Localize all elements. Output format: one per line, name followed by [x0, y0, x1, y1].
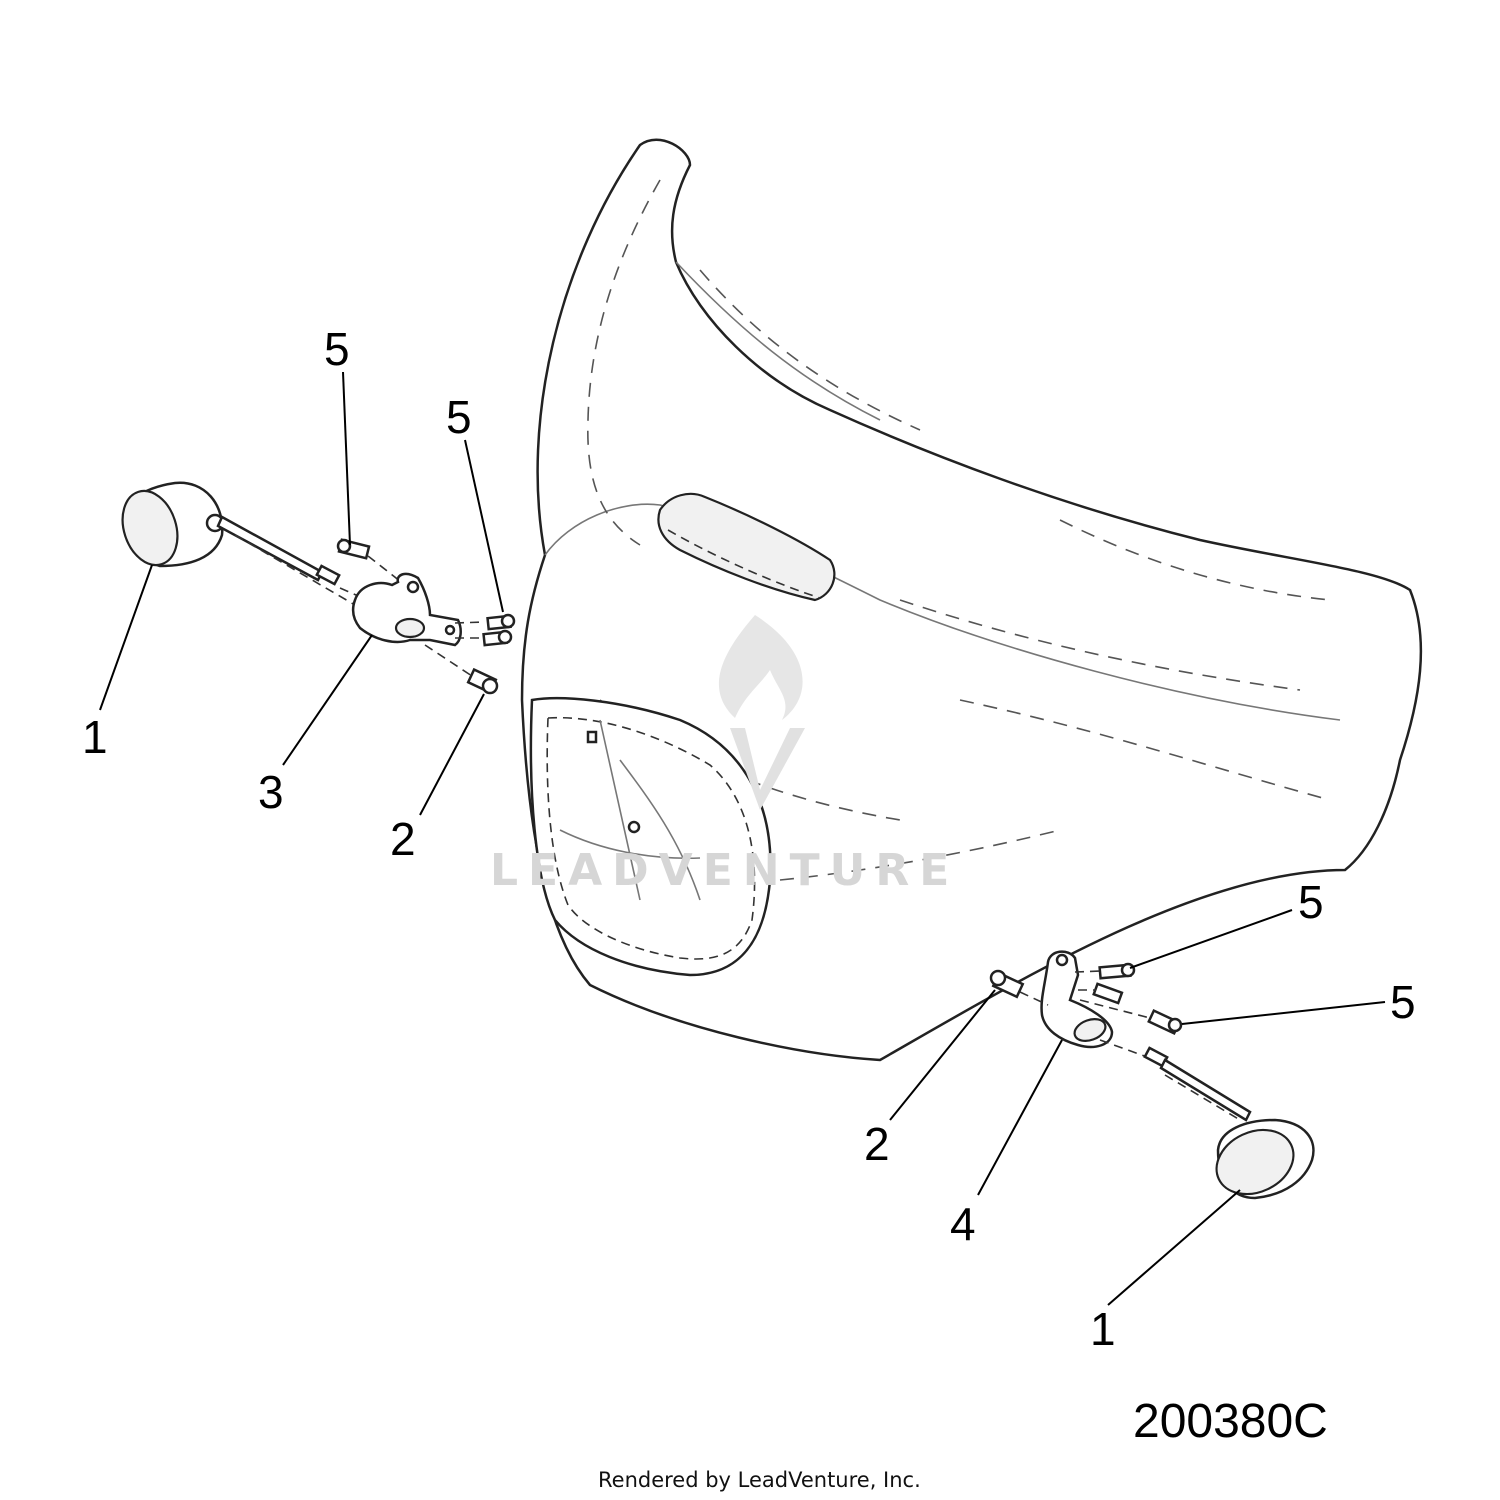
callout-5-left-mid: 5 — [446, 391, 472, 443]
callout-1-right: 1 — [1090, 1303, 1116, 1355]
drawing-number: 200380C — [1133, 1395, 1328, 1448]
callout-2-left: 2 — [390, 813, 416, 865]
callout-5-right-mid: 5 — [1390, 976, 1416, 1028]
left-screw-top — [336, 538, 371, 560]
callout-5-right-top: 5 — [1298, 876, 1324, 928]
callout-3: 3 — [258, 766, 284, 818]
leadventure-watermark: LEADVENTURE — [490, 615, 959, 896]
callout-4: 4 — [950, 1198, 976, 1250]
left-bolt — [466, 667, 499, 695]
render-credit: Rendered by LeadVenture, Inc. — [598, 1468, 921, 1492]
left-bracket — [351, 572, 462, 647]
callout-1-left: 1 — [82, 711, 108, 763]
left-screws-mid — [482, 613, 516, 647]
callout-5-left-top: 5 — [324, 323, 350, 375]
fairing-body — [520, 138, 1423, 1062]
left-turn-signal-assembly — [121, 481, 516, 695]
callout-2-right: 2 — [864, 1118, 890, 1170]
right-bracket — [1040, 950, 1114, 1049]
watermark-text: LEADVENTURE — [490, 845, 959, 896]
leader-lines — [99, 371, 1386, 1306]
callout-numbers: 1 3 2 5 5 5 5 2 4 1 — [82, 323, 1416, 1355]
right-screws — [1092, 962, 1183, 1036]
right-bolt — [989, 969, 1025, 999]
right-turn-signal-assembly — [989, 950, 1315, 1200]
